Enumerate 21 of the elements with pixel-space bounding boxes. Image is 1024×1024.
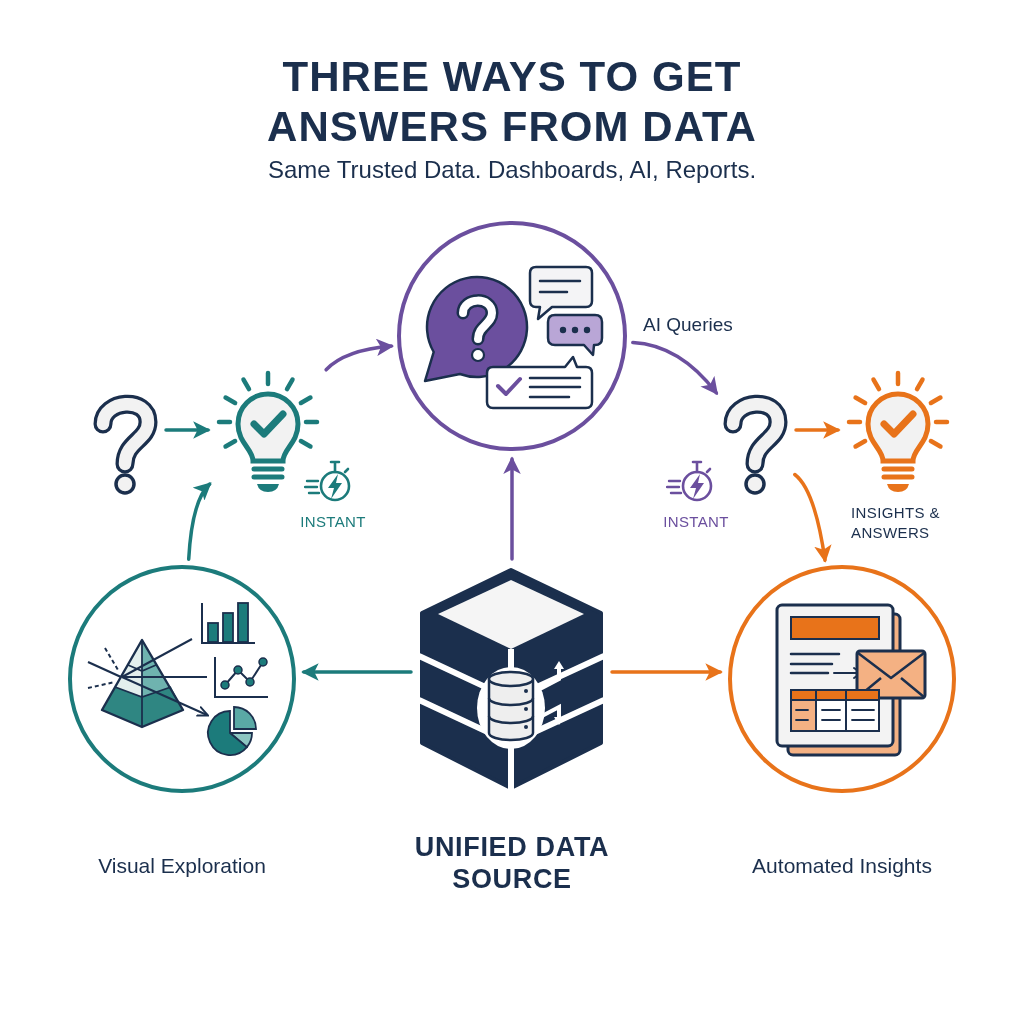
subtitle: Same Trusted Data. Dashboards, AI, Reports. <box>266 155 758 185</box>
curved-arrow <box>631 340 719 396</box>
lightbulb-check-icon <box>844 368 952 494</box>
curved-arrow <box>324 338 394 372</box>
speed-caption: INSTANT <box>662 512 730 532</box>
database-stack-illustration <box>419 567 604 791</box>
arrow <box>301 663 413 681</box>
arrow <box>610 663 723 681</box>
node-caption: Automated Insights <box>751 853 933 879</box>
arrow <box>794 421 841 439</box>
curved-arrow <box>793 472 832 563</box>
node-caption: Visual Exploration <box>97 853 267 879</box>
arrow <box>164 421 211 439</box>
node-caption: UNIFIED DATA SOURCE <box>413 831 611 895</box>
lightbulb-check-icon <box>214 368 322 494</box>
speed-caption: INSTANT <box>299 512 367 532</box>
title: THREE WAYS TO GET ANSWERS FROM DATA <box>266 52 758 152</box>
curved-arrow <box>186 482 212 561</box>
node-caption: AI Queries <box>643 313 733 337</box>
arrow <box>503 456 521 561</box>
result-caption: INSIGHTS & ANSWERS <box>851 503 941 543</box>
